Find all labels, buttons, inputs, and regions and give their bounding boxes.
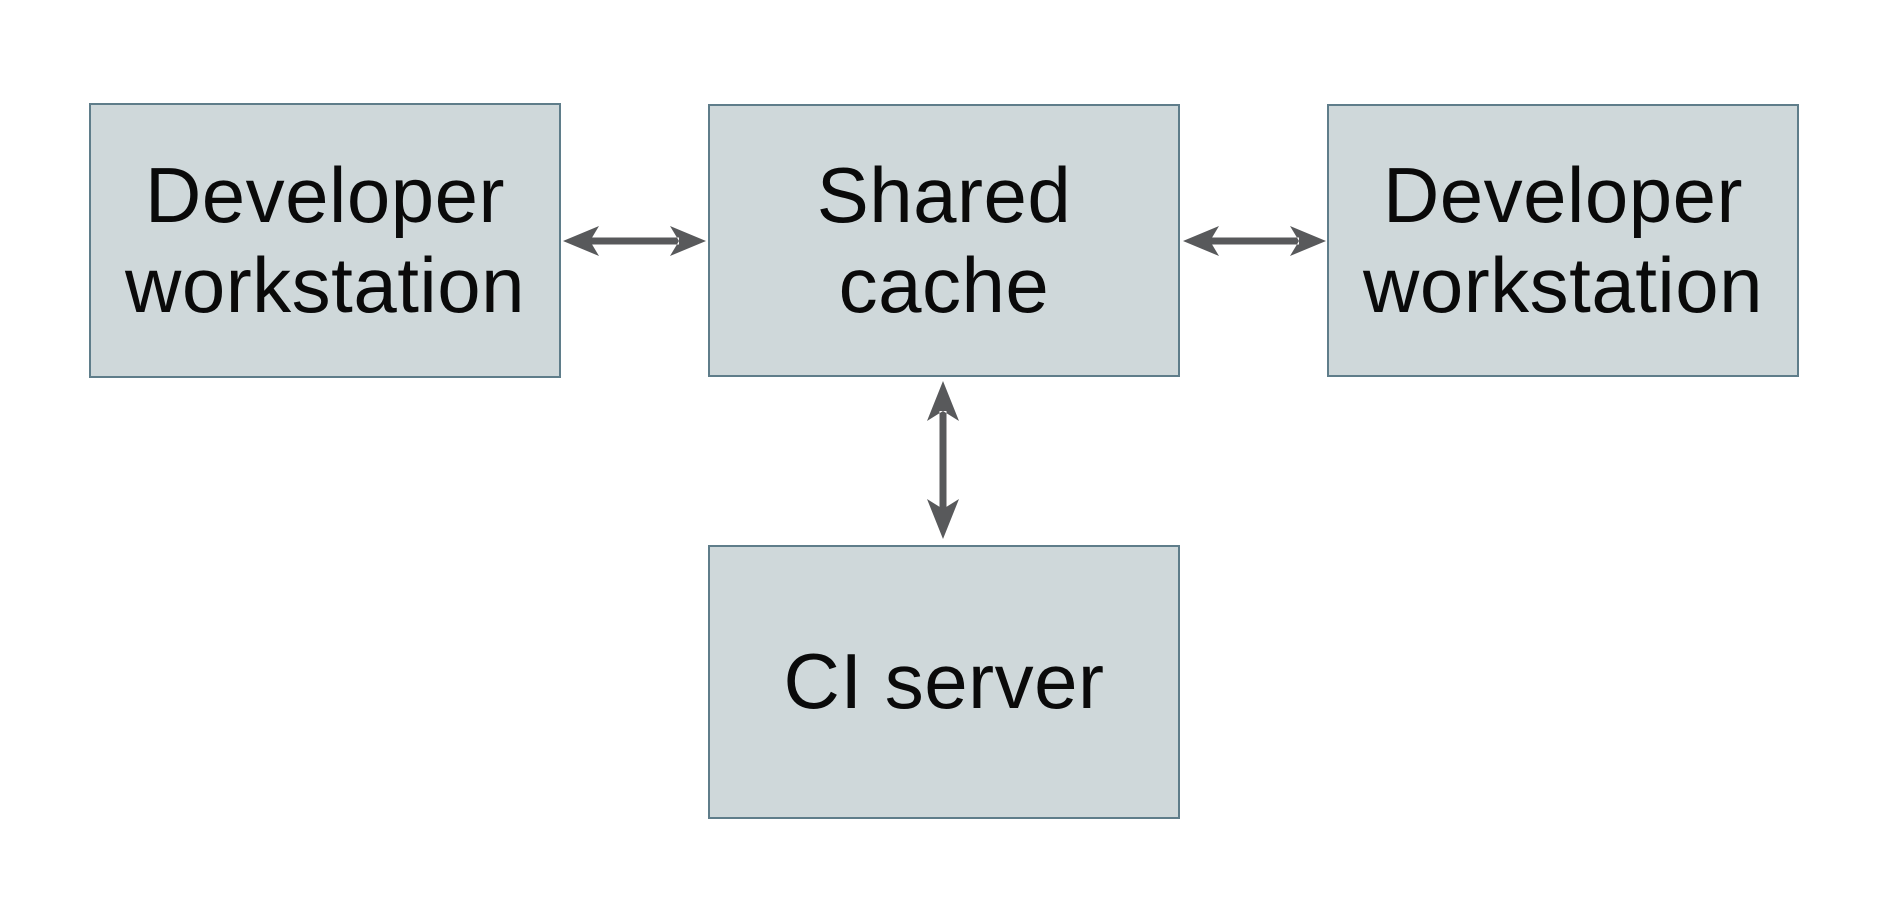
node-label-shared-cache: Shared cache [816,150,1072,329]
node-label-developer-workstation-right: Developer workstation [1363,150,1763,329]
node-shared-cache: Shared cache [708,104,1180,377]
node-label-ci-server: CI server [783,637,1105,726]
node-developer-workstation-left: Developer workstation [89,103,561,378]
node-developer-workstation-right: Developer workstation [1327,104,1799,377]
node-ci-server: CI server [708,545,1180,819]
bidirectional-arrow-left-workstation-shared-cache-icon [563,226,706,256]
node-label-developer-workstation-left: Developer workstation [125,150,525,329]
bidirectional-arrow-shared-cache-ci-server-icon [927,381,959,539]
bidirectional-arrow-shared-cache-right-workstation-icon [1183,226,1326,256]
